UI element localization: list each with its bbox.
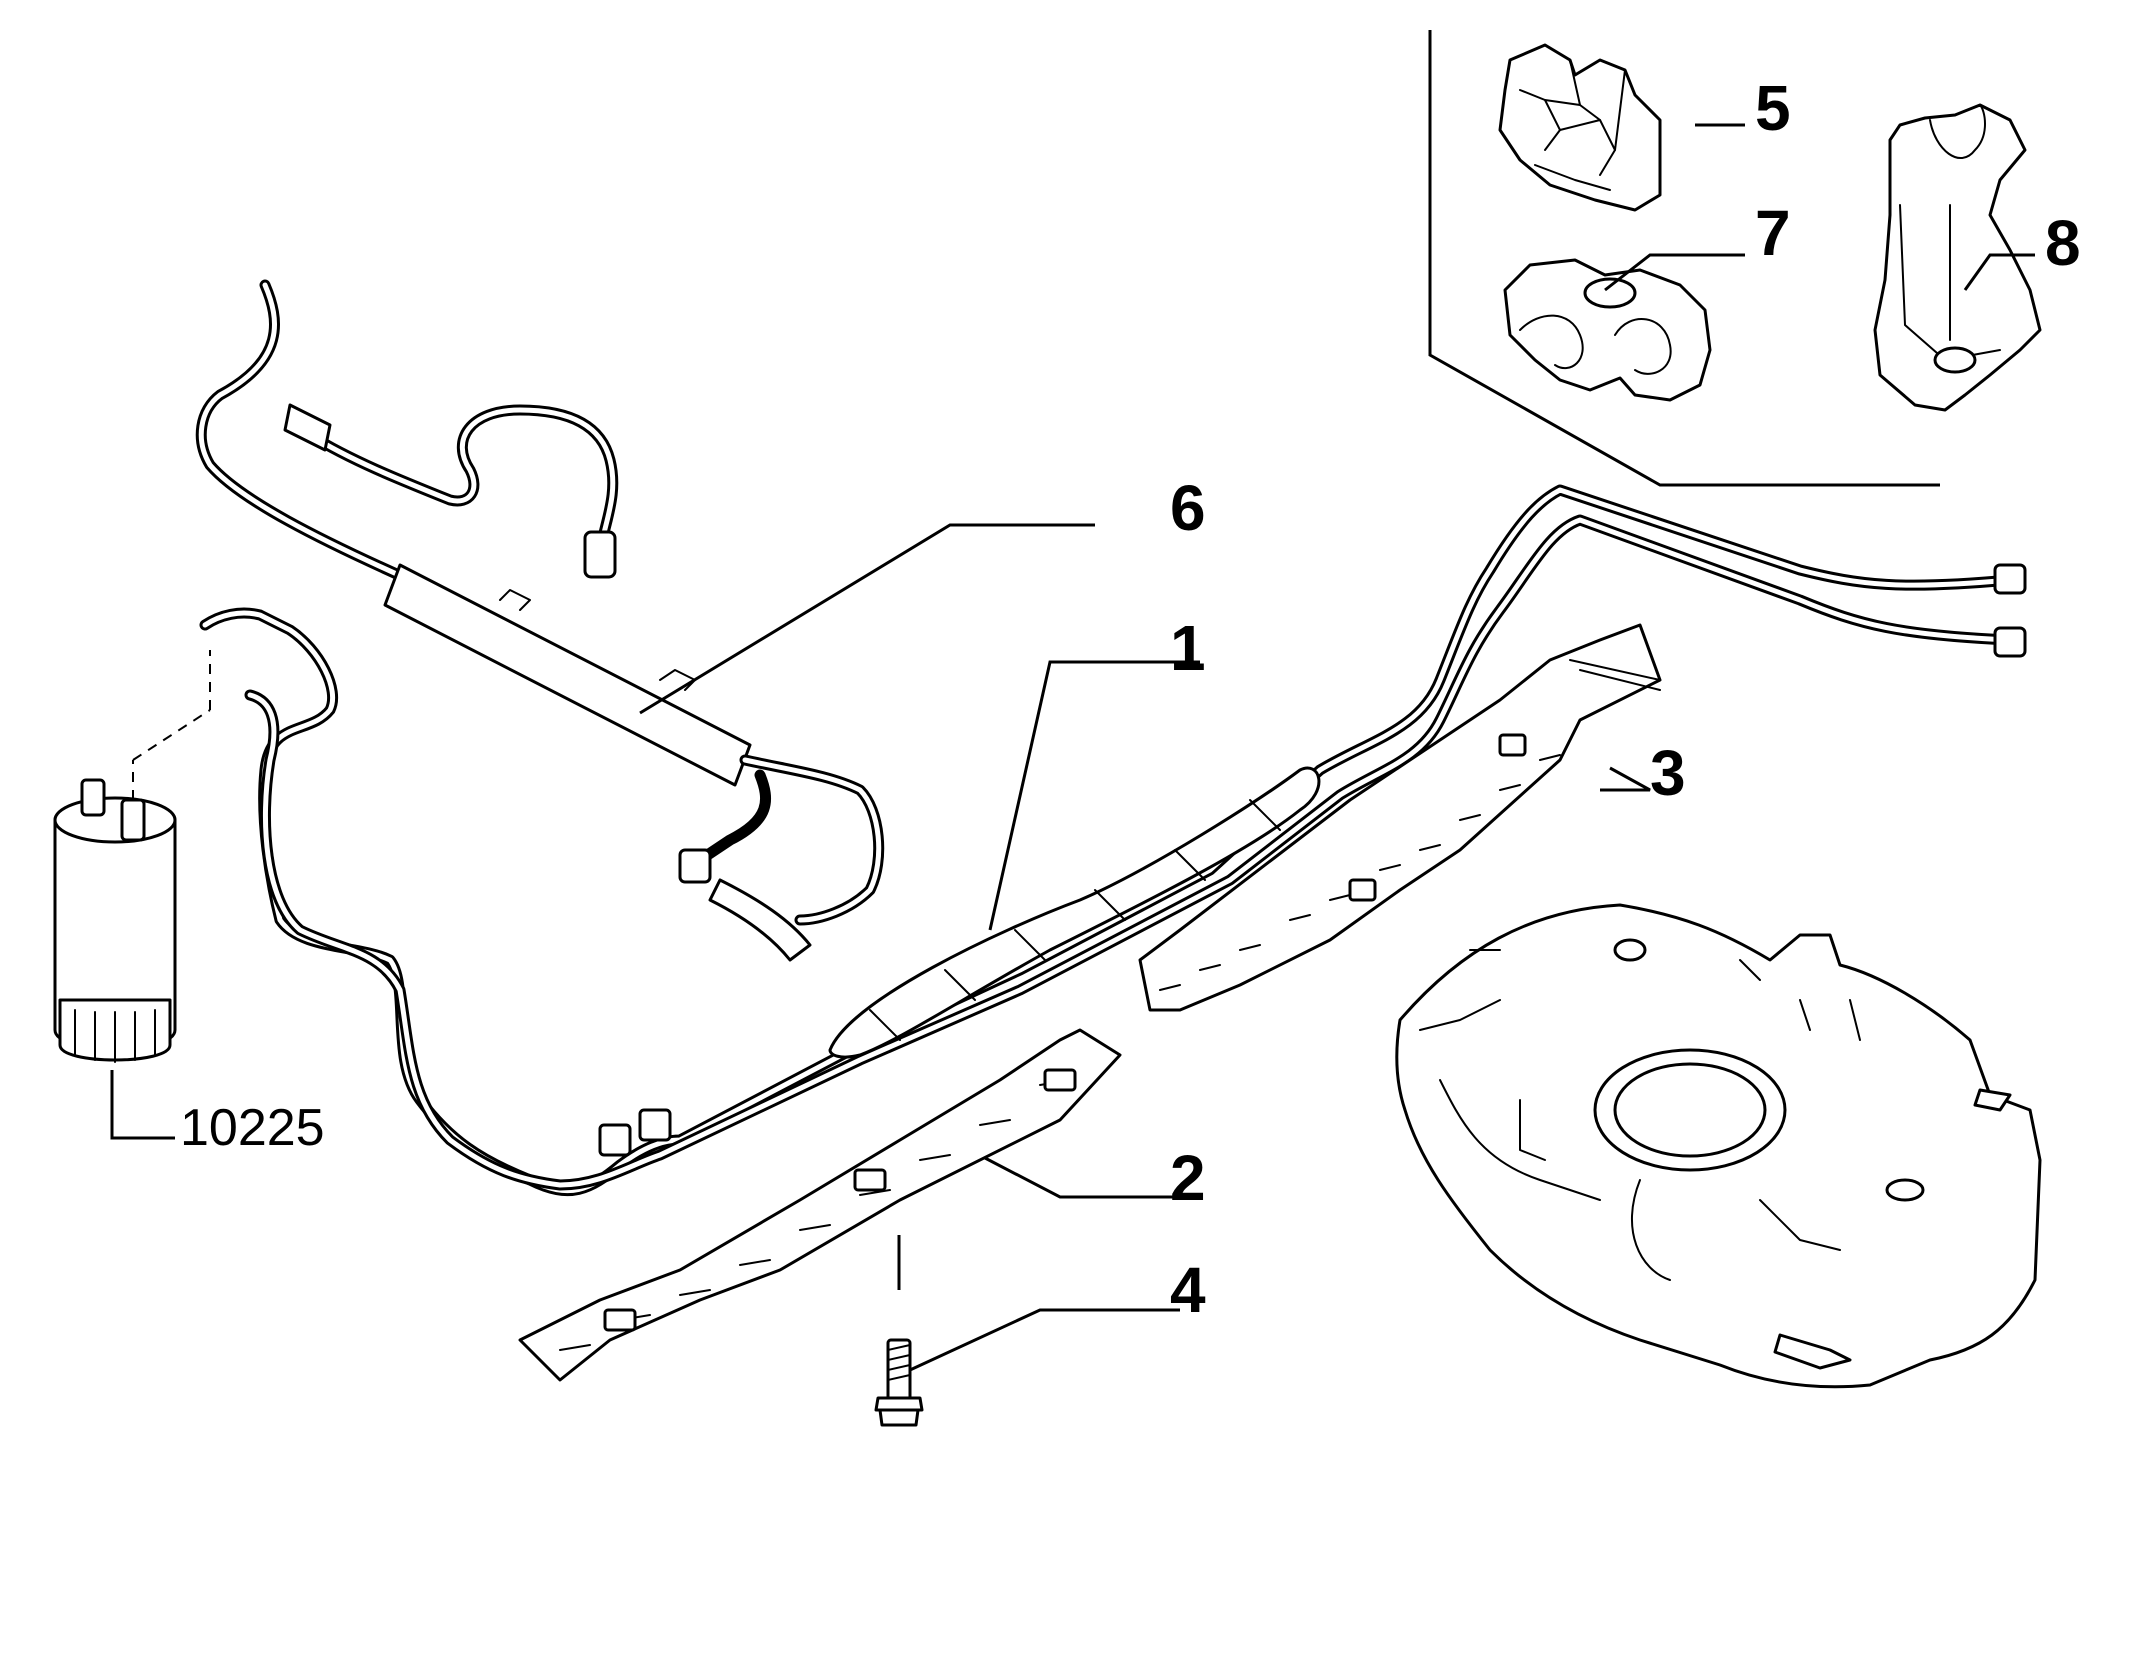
label-part-6: 6 — [1170, 472, 1206, 544]
fuel-line-assembly-part-6[interactable] — [195, 279, 885, 962]
label-part-4: 4 — [1170, 1254, 1206, 1326]
label-part-10225: 10225 — [180, 1099, 325, 1157]
inset-frame — [1428, 30, 1940, 487]
bolt-part-4[interactable] — [874, 1235, 924, 1427]
part-labels: 5 7 8 6 1 3 2 4 10225 — [180, 72, 2081, 1326]
clip-part-5[interactable] — [1498, 43, 1662, 212]
label-part-1: 1 — [1170, 612, 1206, 684]
leader-10225 — [110, 1070, 175, 1140]
label-part-2: 2 — [1170, 1142, 1206, 1214]
label-part-8: 8 — [2045, 207, 2081, 279]
leader-1 — [988, 660, 1200, 931]
leader-6 — [639, 523, 1095, 715]
label-part-5: 5 — [1755, 72, 1791, 144]
leader-3 — [1600, 766, 1651, 792]
label-part-7: 7 — [1755, 197, 1791, 269]
leader-4 — [909, 1308, 1180, 1372]
leader-8 — [1963, 253, 2035, 291]
shield-part-2[interactable] — [518, 1028, 1122, 1382]
label-part-3: 3 — [1650, 737, 1686, 809]
leader-2 — [984, 1156, 1180, 1199]
leader-lines — [110, 123, 2035, 1372]
bracket-part-8[interactable] — [1873, 103, 2042, 412]
grommet-part-7[interactable] — [1503, 258, 1712, 402]
leader-7 — [1604, 253, 1745, 292]
fuel-filter-10225[interactable] — [53, 650, 211, 1063]
shield-part-3[interactable] — [1138, 623, 1662, 1012]
fuel-pipes-part-1[interactable] — [199, 484, 2027, 1197]
fuel-tank[interactable] — [1395, 903, 2042, 1389]
